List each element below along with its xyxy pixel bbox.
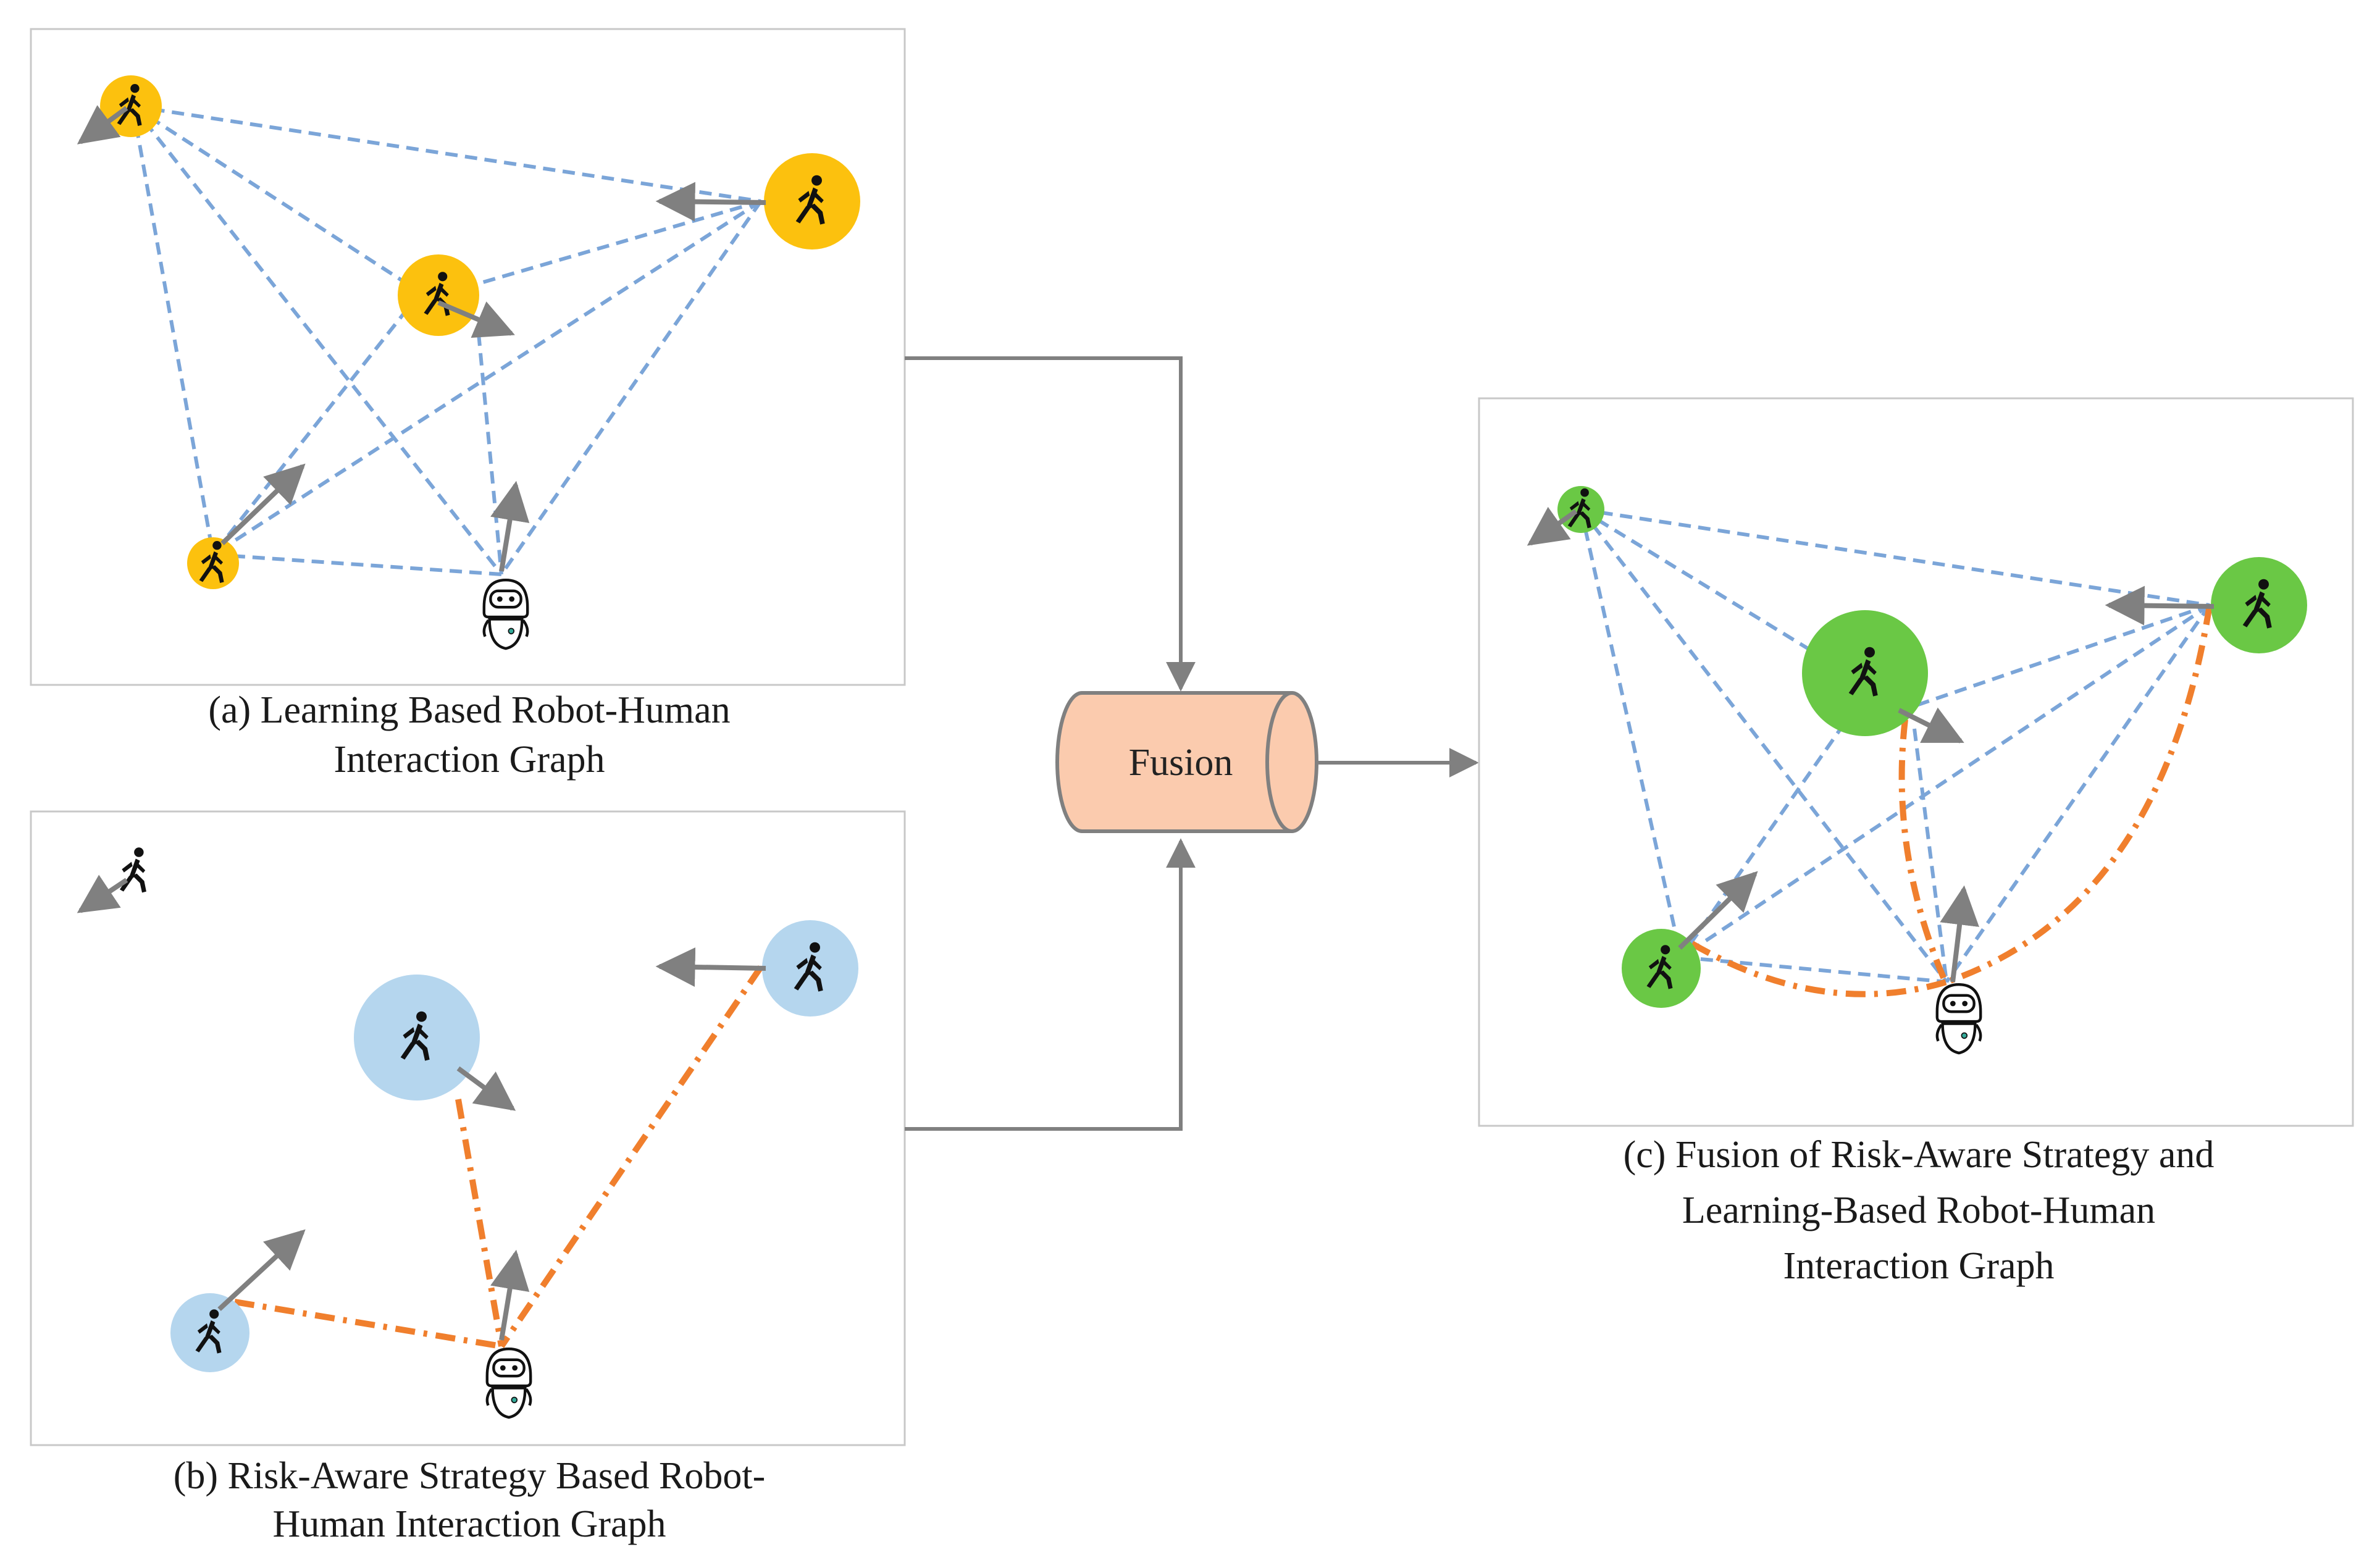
edge xyxy=(131,105,503,576)
velocity-arrow xyxy=(2105,585,2215,626)
caption-c-line-1: (c) Fusion of Risk-Aware Strategy and xyxy=(1624,1134,2215,1176)
edge xyxy=(1579,508,1948,983)
velocity-arrow xyxy=(456,1066,516,1111)
panel-b-human-2 xyxy=(762,920,858,1017)
edge xyxy=(131,106,215,555)
velocity-arrow xyxy=(655,947,766,987)
edge xyxy=(1680,603,2211,959)
caption-b-line-2: Human Interaction Graph xyxy=(273,1503,666,1545)
risk-edge xyxy=(455,1099,505,1347)
panel-b-human-3 xyxy=(354,975,480,1101)
panel-b-velocity-arrows xyxy=(77,874,766,1341)
velocity-arrow xyxy=(490,1249,530,1341)
edge xyxy=(211,308,409,556)
edge xyxy=(1580,508,2210,607)
velocity-arrow xyxy=(77,874,128,913)
panel-c-learned-edges xyxy=(1579,508,2211,984)
edge xyxy=(212,553,502,576)
panel-a-human-4 xyxy=(187,537,239,589)
panel-c: (c) Fusion of Risk-Aware Strategy and Le… xyxy=(1478,397,2354,1287)
edge xyxy=(500,200,763,576)
panel-c-human-1 xyxy=(1557,486,1604,533)
fusion-node: Fusion xyxy=(1055,691,1318,833)
velocity-arrow xyxy=(1940,885,1979,983)
panel-a-frame xyxy=(30,28,906,686)
flow-connectors xyxy=(905,356,1479,1131)
edge xyxy=(477,333,503,575)
edge xyxy=(132,104,761,203)
flow-arrow-b-to-fusion xyxy=(905,838,1196,1131)
edge xyxy=(1901,603,2210,712)
risk-edge xyxy=(498,965,764,1348)
caption-c-line-3: Interaction Graph xyxy=(1783,1245,2055,1287)
velocity-arrow xyxy=(1678,871,1758,950)
edge xyxy=(1945,604,2211,983)
velocity-arrow xyxy=(77,105,128,145)
velocity-arrow xyxy=(217,1229,306,1311)
panel-a-human-1 xyxy=(100,75,162,137)
fusion-label: Fusion xyxy=(1129,742,1233,784)
panel-b-risk-edges xyxy=(234,965,764,1349)
velocity-arrow xyxy=(1898,707,1964,744)
panel-b-human-4 xyxy=(170,1293,249,1372)
panel-a-velocity-arrows xyxy=(77,105,766,572)
panel-c-human-2 xyxy=(2211,557,2307,653)
panel-b: (b) Risk-Aware Strategy Based Robot- Hum… xyxy=(30,810,906,1545)
edge xyxy=(1680,955,1947,984)
caption-a-line-2: Interaction Graph xyxy=(334,739,605,781)
caption-c-line-2: Learning-Based Robot-Human xyxy=(1682,1189,2155,1231)
panel-c-frame xyxy=(1478,397,2354,1127)
risk-edge xyxy=(1690,941,1948,997)
edge xyxy=(132,104,409,286)
edge xyxy=(1913,728,1948,983)
velocity-arrow xyxy=(490,480,530,572)
edge xyxy=(1679,706,1858,958)
panel-c-human-3 xyxy=(1802,610,1928,736)
velocity-arrow xyxy=(437,300,515,338)
risk-edge xyxy=(1898,719,1948,983)
fusion-cylinder-cap xyxy=(1265,691,1293,833)
velocity-arrow xyxy=(655,182,766,222)
caption-a-line-1: (a) Learning Based Robot-Human xyxy=(208,689,730,731)
panel-b-frame xyxy=(30,810,906,1446)
risk-edge xyxy=(234,1299,502,1349)
caption-b-line-1: (b) Risk-Aware Strategy Based Robot- xyxy=(174,1455,766,1497)
edge xyxy=(438,199,761,297)
panel-c-velocity-arrows xyxy=(1527,506,2215,983)
panel-c-risk-edges xyxy=(1690,605,2213,997)
panel-a-human-3 xyxy=(398,254,479,336)
flow-arrow-a-to-fusion xyxy=(905,356,1196,692)
velocity-arrow xyxy=(220,463,306,545)
edge xyxy=(1579,509,1683,958)
velocity-arrow xyxy=(1527,506,1578,546)
risk-edge xyxy=(1945,605,2213,985)
panel-a: (a) Learning Based Robot-Human Interacti… xyxy=(30,28,906,781)
panel-a-human-2 xyxy=(764,153,860,249)
edge xyxy=(1580,508,1829,663)
